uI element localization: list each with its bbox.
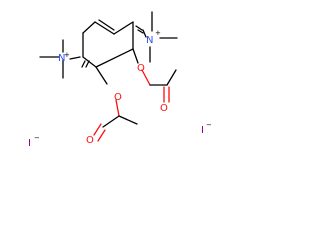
iodide-ion-left: I − (28, 134, 40, 149)
atom-label-o-ester-right: O (137, 63, 145, 74)
hashed-wedge-bonds (81, 25, 144, 68)
svg-text:+: + (64, 51, 70, 59)
svg-text:−: − (206, 121, 212, 129)
ammonium-bonds (39, 11, 178, 79)
svg-text:N: N (146, 35, 153, 46)
atom-label-o-carbonyl-left: O (86, 135, 94, 146)
atom-label-o-ester-left: O (114, 92, 122, 103)
svg-text:+: + (155, 29, 161, 37)
structure-diagram: N + N + O O O O I − I − (28, 11, 212, 149)
atom-label-n-right: N + (146, 29, 161, 46)
svg-text:I: I (201, 125, 204, 136)
ring-bonds (82, 19, 134, 68)
atom-label-o-carbonyl-right: O (160, 103, 168, 114)
acetate-bonds (93, 48, 177, 142)
svg-text:N: N (58, 53, 65, 64)
svg-text:−: − (34, 134, 40, 142)
svg-text:I: I (28, 138, 31, 149)
atom-label-n-left: N + (58, 51, 70, 64)
iodide-ion-right: I − (201, 121, 212, 136)
